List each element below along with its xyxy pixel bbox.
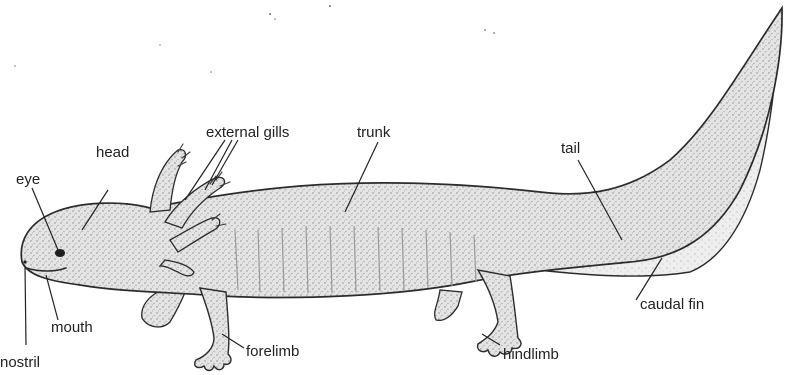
label-hindlimb: hindlimb [503,346,559,363]
label-nostril: nostril [0,354,40,371]
background-speckles [14,5,495,73]
eye-dot [55,249,65,257]
label-head: head [96,144,129,161]
label-mouth: mouth [51,319,93,336]
forelimb-near-shape [195,288,231,371]
label-external-gills: external gills [206,124,289,141]
hindlimb-near-shape [478,270,521,356]
label-eye: eye [16,171,40,188]
label-tail: tail [561,140,580,157]
label-caudal-fin: caudal fin [640,296,704,313]
body-outline [21,8,782,297]
label-trunk: trunk [357,124,391,141]
nostril-dot [23,260,26,263]
hindlimb-far-shape [435,290,462,320]
label-forelimb: forelimb [246,343,299,360]
